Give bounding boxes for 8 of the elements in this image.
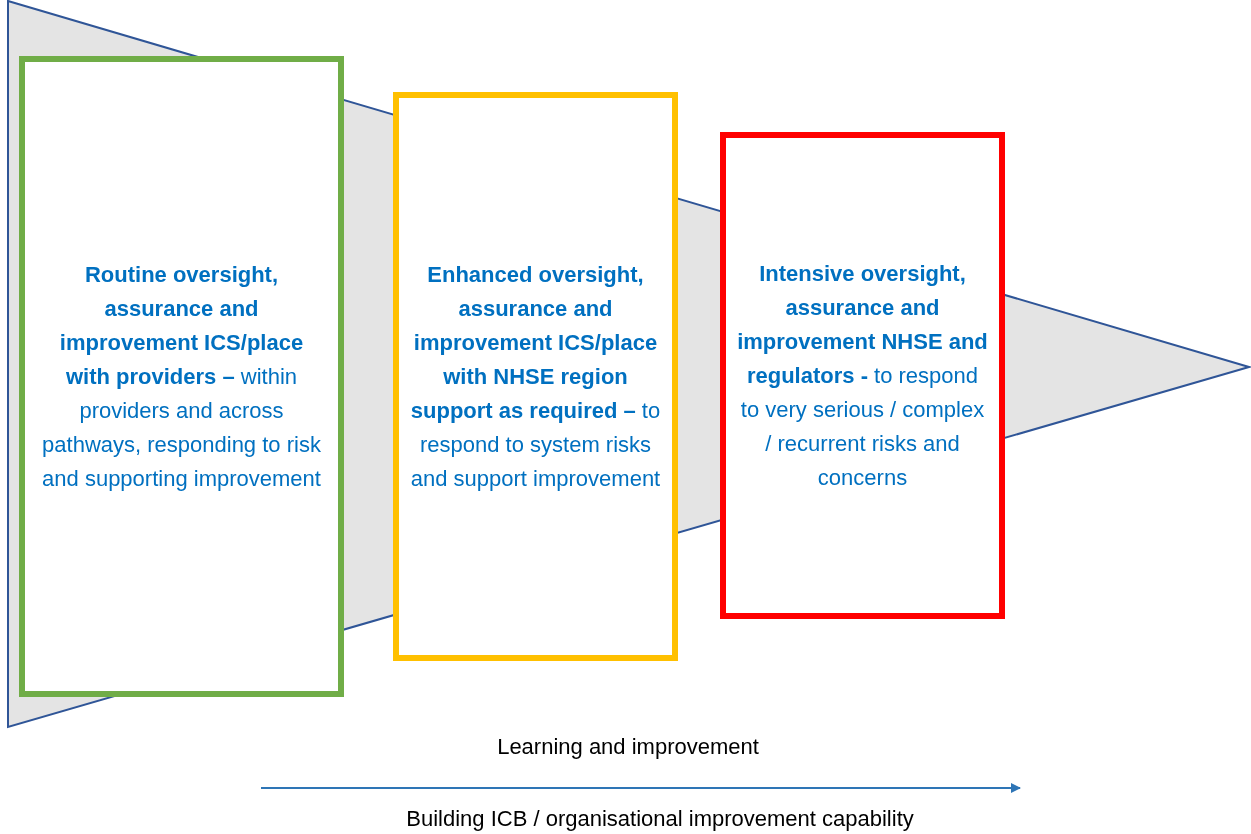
box-text: Intensive oversight, assurance and improvement NHSE and regulators - to respond to very serious / complex / recurrent risks and concerns <box>736 259 989 492</box>
oversight-box <box>720 132 1005 619</box>
box-text: Routine oversight, assurance and improvement ICS/place with providers – within providers and across pathways, responding to risk and supporting improvement <box>41 260 322 493</box>
arrow-subcaption: Building ICB / organisational improvement capability <box>406 806 914 832</box>
oversight-box <box>393 92 678 661</box>
oversight-box <box>19 56 344 697</box>
box-text: Enhanced oversight, assurance and improvement ICS/place with NHSE region support as required – to respond to system risks and support improvement <box>409 260 662 493</box>
arrow-caption: Learning and improvement <box>497 734 759 760</box>
